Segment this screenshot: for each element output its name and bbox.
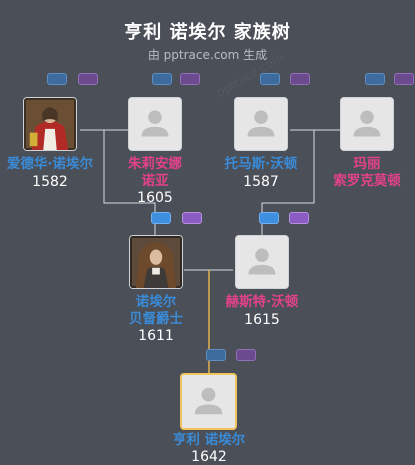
thomas-name[interactable]: 托马斯·沃顿 [224, 156, 298, 172]
hester-spouse-button[interactable] [289, 212, 309, 224]
portrait-image [130, 236, 182, 288]
henry-spouse-button[interactable] [236, 349, 256, 361]
hester-name[interactable]: 赫斯特·沃顿 [225, 294, 299, 310]
mary-name-line1[interactable]: 玛丽 [353, 156, 381, 172]
henry-parents-button[interactable] [206, 349, 226, 361]
thomas-parents-button[interactable] [260, 73, 280, 85]
juliana-year: 1605 [137, 190, 173, 206]
thomas-photo[interactable] [234, 97, 288, 151]
portrait-image [24, 98, 76, 150]
baptist-parents-button[interactable] [151, 212, 171, 224]
henry-photo[interactable] [180, 373, 237, 430]
page-subtitle: 由 pptrace.com 生成 [147, 48, 268, 62]
person-silhouette-icon [129, 98, 181, 150]
baptist-name-line2[interactable]: 贝督爵士 [129, 311, 183, 327]
thomas-year: 1587 [243, 174, 279, 190]
hester-year: 1615 [244, 312, 280, 328]
baptist-photo[interactable] [129, 235, 183, 289]
person-silhouette-icon [235, 98, 287, 150]
person-silhouette-icon [236, 236, 288, 288]
juliana-parents-button[interactable] [152, 73, 172, 85]
hester-parents-button[interactable] [259, 212, 279, 224]
juliana-photo[interactable] [128, 97, 182, 151]
page-title: 亨利 诺埃尔 家族树 [124, 22, 291, 43]
edward-parents-button[interactable] [47, 73, 67, 85]
hester-photo[interactable] [235, 235, 289, 289]
edward-photo[interactable] [23, 97, 77, 151]
mary-photo[interactable] [340, 97, 394, 151]
henry-name[interactable]: 亨利 诺埃尔 [172, 432, 246, 448]
edward-year: 1582 [32, 174, 68, 190]
baptist-spouse-button[interactable] [182, 212, 202, 224]
henry-year: 1642 [191, 449, 227, 465]
baptist-name-line1[interactable]: 诺埃尔 [135, 294, 177, 310]
juliana-name-line2[interactable]: 诺亚 [141, 173, 169, 189]
person-silhouette-icon [182, 375, 235, 428]
mary-name-line2[interactable]: 索罗克莫顿 [333, 173, 401, 189]
mary-parents-button[interactable] [365, 73, 385, 85]
mary-spouse-button[interactable] [394, 73, 414, 85]
edward-name[interactable]: 爱德华·诺埃尔 [6, 156, 94, 172]
juliana-name-line1[interactable]: 朱莉安娜 [128, 156, 182, 172]
person-silhouette-icon [341, 98, 393, 150]
juliana-spouse-button[interactable] [180, 73, 200, 85]
baptist-year: 1611 [138, 328, 174, 344]
thomas-spouse-button[interactable] [290, 73, 310, 85]
edward-spouse-button[interactable] [78, 73, 98, 85]
